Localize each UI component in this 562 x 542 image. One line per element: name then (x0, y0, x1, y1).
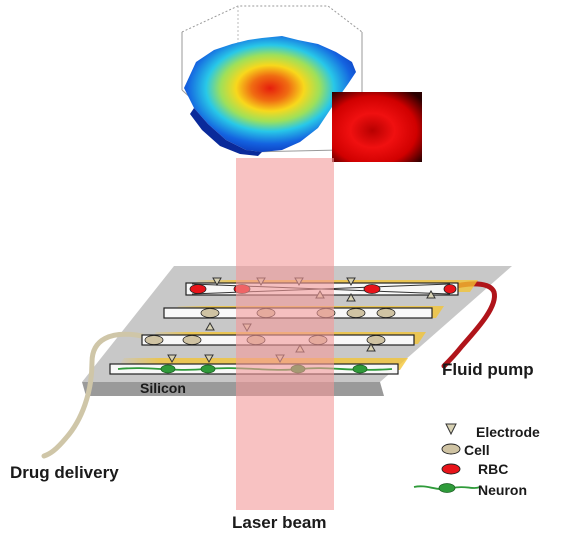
cell (366, 335, 386, 345)
fluid-pump-label: Fluid pump (442, 360, 534, 379)
cell (346, 308, 366, 318)
electrode-triangle-icon (445, 423, 457, 436)
heatmap-surface (184, 36, 356, 152)
legend-label-neuron: Neuron (478, 482, 527, 498)
cell (144, 335, 164, 345)
rbc (363, 284, 381, 294)
plot-box-back-edge (181, 5, 363, 33)
laser-beam-label: Laser beam (232, 513, 327, 532)
electrode (366, 342, 376, 352)
inset-fluorescence-image (332, 92, 422, 162)
legend-label-electrode: Electrode (476, 424, 540, 440)
rbc (189, 284, 207, 294)
electrode (204, 354, 214, 364)
substrate-side (82, 382, 384, 396)
electrode (205, 321, 215, 331)
electrode (346, 277, 356, 287)
drug-delivery-tube (41, 331, 145, 459)
neuron (352, 364, 368, 374)
legend-label-rbc: RBC (478, 461, 508, 477)
fluid-pump-tube (441, 281, 497, 369)
laser-beam (236, 158, 334, 510)
intensity-surface-plot (181, 5, 422, 162)
silicon-label: Silicon (140, 380, 186, 396)
legend: Electrode Cell RBC Neuron (413, 423, 540, 498)
cell (376, 308, 396, 318)
electrode (167, 354, 177, 364)
legend-label-cell: Cell (464, 442, 490, 458)
neuron (200, 364, 216, 374)
rbc-ellipse-icon (441, 463, 461, 475)
surface-underside (190, 108, 262, 156)
drug-delivery-label: Drug delivery (10, 463, 119, 482)
electrode (426, 289, 436, 299)
electrode (212, 277, 222, 287)
electrode (346, 292, 356, 302)
cell (200, 308, 220, 318)
rbc (443, 284, 457, 294)
cell-ellipse-icon (441, 443, 461, 455)
neuron (160, 364, 176, 374)
cell (182, 335, 202, 345)
neuron-icon (438, 483, 456, 493)
